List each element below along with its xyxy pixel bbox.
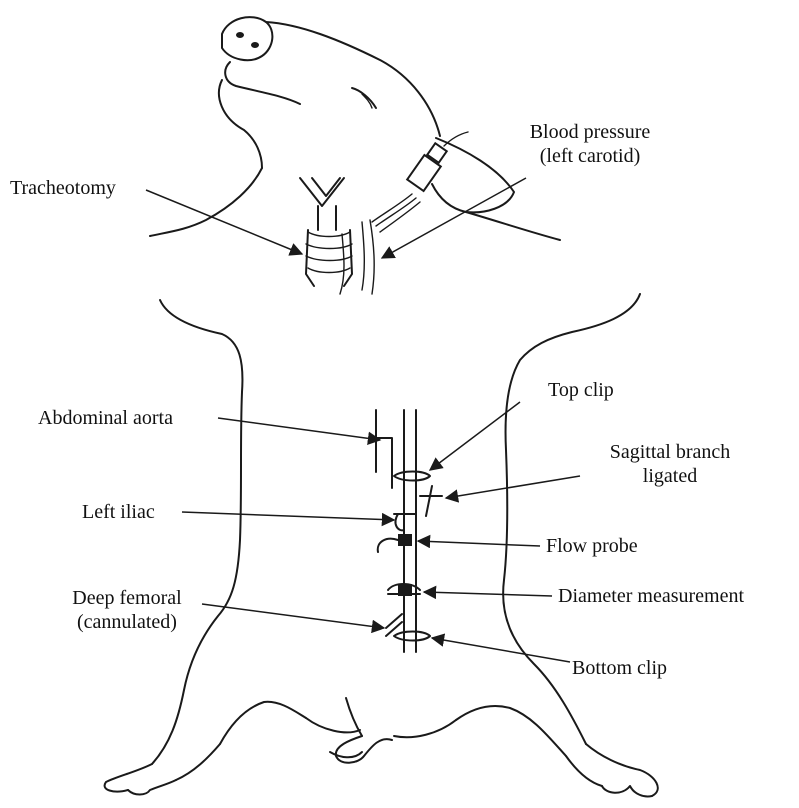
label-bottom-clip: Bottom clip: [572, 656, 667, 680]
label-abdominal-aorta: Abdominal aorta: [38, 406, 173, 430]
label-deep-femoral: Deep femoral (cannulated): [52, 586, 202, 634]
label-deep-femoral-line2: (cannulated): [52, 610, 202, 634]
label-sagittal-line2: ligated: [580, 464, 760, 488]
label-left-iliac: Left iliac: [82, 500, 155, 524]
arrow-blood-pressure: [382, 178, 526, 258]
arrow-sagittal: [446, 476, 580, 498]
arrow-deep-femoral: [202, 604, 384, 628]
label-tracheotomy: Tracheotomy: [10, 176, 116, 200]
arrow-left-iliac: [182, 512, 394, 520]
label-sagittal-line1: Sagittal branch: [580, 440, 760, 464]
label-top-clip: Top clip: [548, 378, 614, 402]
leader-arrows: [146, 178, 580, 662]
pig-head: [150, 17, 560, 294]
label-flow-probe: Flow probe: [546, 534, 638, 558]
label-blood-pressure: Blood pressure (left carotid): [504, 120, 676, 168]
vessels: [376, 410, 442, 652]
label-diameter-measurement: Diameter measurement: [558, 584, 744, 608]
arrow-bottom-clip: [432, 638, 570, 662]
label-blood-pressure-line2: (left carotid): [504, 144, 676, 168]
arrow-diameter: [424, 592, 552, 596]
label-blood-pressure-line1: Blood pressure: [504, 120, 676, 144]
label-sagittal-branch: Sagittal branch ligated: [580, 440, 760, 488]
label-deep-femoral-line1: Deep femoral: [52, 586, 202, 610]
arrow-tracheotomy: [146, 190, 302, 254]
arrow-flow-probe: [418, 541, 540, 546]
arrow-abdominal-aorta: [218, 418, 380, 440]
